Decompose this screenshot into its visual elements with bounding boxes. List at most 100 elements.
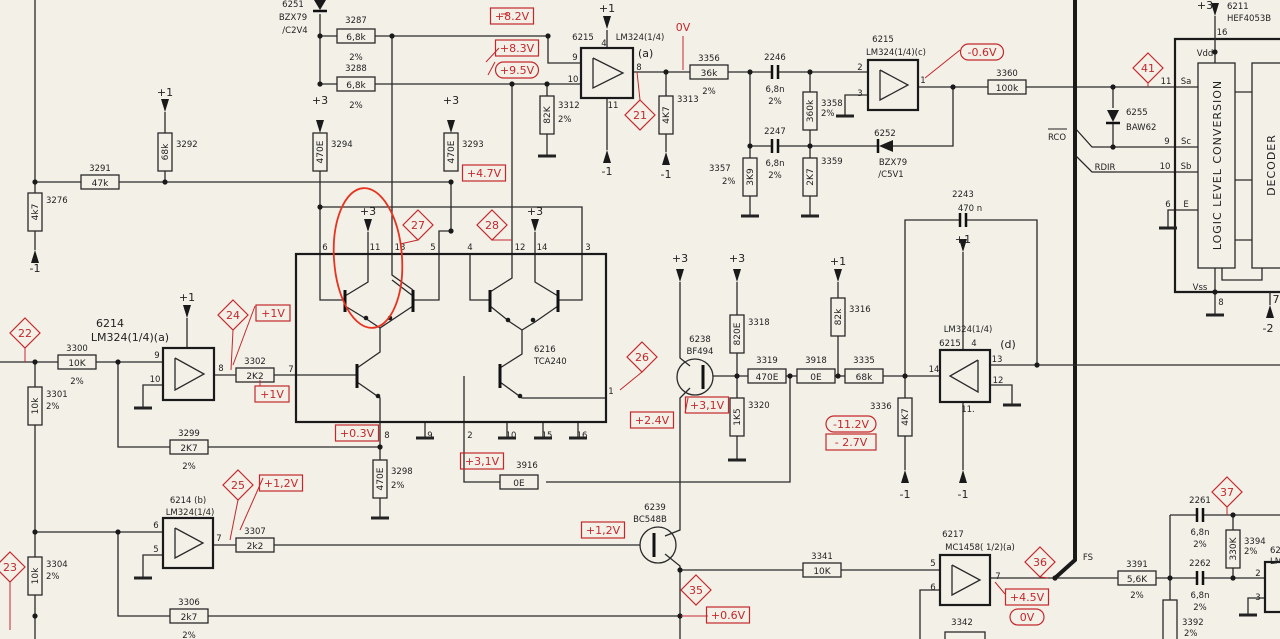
test-point-number: 23 — [3, 561, 17, 574]
wire — [142, 384, 163, 408]
pin-number: 3 — [1255, 593, 1260, 603]
voltage-value: +1,2V — [264, 477, 299, 490]
opamp-type: LM324(1/4) — [616, 33, 665, 43]
test-point-number: 37 — [1220, 486, 1234, 499]
pin-number: 6 — [930, 583, 935, 593]
emitter-arrow-icon — [505, 317, 511, 323]
resistor-value: 6,8k — [346, 81, 366, 91]
resistor-value: 4K7 — [901, 408, 911, 425]
voltage-value: +3,1V — [465, 455, 500, 468]
supply-arrow-icon — [834, 269, 842, 282]
pin-number: 8 — [384, 431, 389, 441]
pin-number: 3 — [857, 89, 862, 99]
wire — [1053, 0, 1077, 580]
diode-type: BAW62 — [1126, 123, 1156, 133]
wire — [664, 553, 681, 639]
ic-type: TCA240 — [533, 357, 567, 367]
supply-rail-label: +1 — [830, 255, 846, 268]
pin-number: 10 — [506, 431, 517, 441]
transistor-ref: 6239 — [644, 503, 666, 513]
wire — [1247, 597, 1265, 615]
negative-supply-arrow-icon — [901, 470, 909, 483]
resistor-ref: 3358 — [821, 99, 843, 109]
pin-number: 7 — [216, 534, 221, 544]
resistor-tolerance: 2% — [46, 402, 60, 412]
capacitor-value: 6,8n — [1191, 528, 1210, 538]
resistor-ref: 3293 — [462, 140, 484, 150]
logic-level-conversion-block: LOGIC LEVEL CONVERSION — [1211, 80, 1224, 250]
resistor-value: 4k7 — [31, 204, 41, 221]
pin-number: 15 — [542, 431, 553, 441]
resistor-ref: 3336 — [870, 402, 892, 412]
test-point-36: 36 — [1024, 546, 1056, 579]
resistor-tolerance: 2% — [46, 572, 60, 582]
resistor-tolerance: 2% — [349, 101, 363, 111]
voltage-value: +1V — [260, 388, 284, 401]
resistor-ref: 3356 — [698, 54, 720, 64]
resistor-ref: 3301 — [46, 390, 68, 400]
test-point-25: 25 — [222, 469, 254, 541]
resistor-ref: 3313 — [677, 95, 699, 105]
test-point-26: 26 — [619, 341, 658, 391]
diode-type: BZX79 — [879, 158, 907, 168]
wire — [489, 84, 513, 293]
resistor-ref: 3391 — [1126, 560, 1148, 570]
wire — [463, 376, 500, 483]
supply-arrow-icon — [364, 219, 372, 232]
junction-node — [1034, 362, 1040, 368]
test-point-number: 22 — [18, 327, 32, 340]
test-point-number: 36 — [1033, 556, 1047, 569]
decoder-block: DECODER — [1265, 134, 1278, 196]
pin-name: E — [1183, 200, 1188, 210]
test-point-22: 22 — [9, 317, 41, 362]
resistor-ref: 3304 — [46, 560, 68, 570]
voltage-annotation: +1,2V — [258, 474, 304, 492]
diode-subtype: /C5V1 — [878, 170, 903, 180]
junction-node — [835, 373, 841, 379]
pin-name: Sa — [1181, 77, 1192, 87]
supply-rail-label: +3 — [1197, 0, 1213, 12]
supply-rail-label: +3 — [527, 205, 543, 218]
voltage-value: +8.2V — [495, 10, 530, 23]
voltage-value: +4.7V — [467, 167, 502, 180]
pin-number: 7 — [995, 572, 1000, 582]
supply-arrow-icon — [676, 269, 684, 282]
voltage-value: 0V — [676, 21, 691, 34]
resistor-value: 82k — [834, 308, 844, 325]
resistor-3342: 3342 — [944, 618, 986, 639]
transistor-ref: 6238 — [689, 335, 711, 345]
pin-number: 5 — [430, 243, 435, 253]
wire — [391, 279, 414, 297]
resistor-value: 820E — [733, 322, 743, 345]
resistor-value: 330K — [1229, 536, 1239, 560]
emitter-arrow-icon — [375, 393, 381, 399]
pin-number: 12 — [515, 243, 526, 253]
opamp-ref: 6215 — [872, 35, 894, 45]
capacitor-ref: 2262 — [1189, 559, 1211, 569]
pin-number: 13 — [992, 355, 1003, 365]
diode-ref: 6252 — [874, 129, 896, 139]
junction-node — [32, 529, 38, 535]
resistor-ref: 3294 — [331, 140, 353, 150]
capacitor-ref: 2243 — [952, 190, 974, 200]
resistor-value: 470E — [756, 373, 779, 383]
wire — [319, 171, 345, 301]
junction-node — [317, 204, 323, 210]
supply-rail-label: +1 — [599, 2, 615, 15]
resistor-value: 10K — [68, 359, 86, 369]
supply-rail-label: +3 — [443, 94, 459, 107]
pin-number: 12 — [993, 376, 1004, 386]
junction-node — [32, 613, 38, 619]
junction-node — [807, 143, 813, 149]
signal-fs: FS — [1083, 553, 1093, 563]
pin-number: 2 — [467, 431, 472, 441]
pin-number: 16 — [1217, 28, 1228, 38]
negative-supply-arrow-icon — [959, 470, 967, 483]
